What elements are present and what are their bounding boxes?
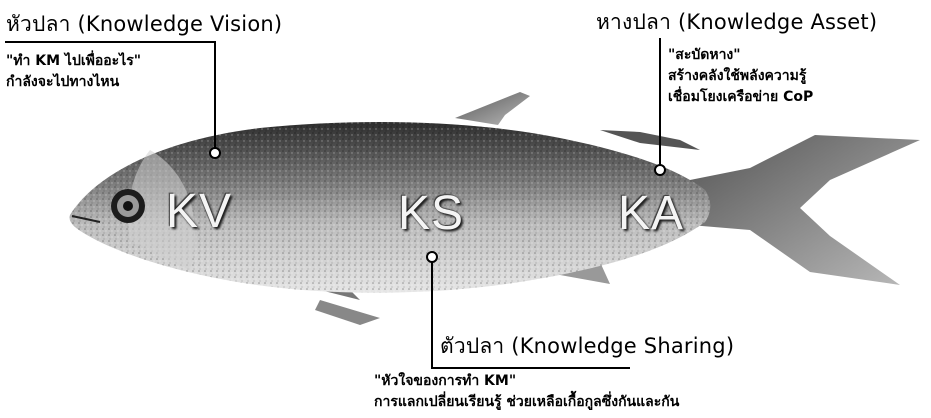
tail-fin [690, 135, 920, 285]
ks-code: KS [398, 186, 464, 241]
kv-code: KV [166, 184, 232, 239]
finlets-top [600, 130, 700, 150]
dorsal-fin [455, 92, 530, 125]
head-note-line1: "ทำ KM ไปเพื่ออะไร" [6, 52, 141, 71]
body-callout-dot [427, 252, 437, 262]
head-note-line2: กำลังจะไปทางไหน [6, 73, 119, 92]
body-title: ตัวปลา (Knowledge Sharing) [440, 330, 734, 363]
ka-code: KA [618, 186, 684, 241]
body-note-line2: การแลกเปลี่ยนเรียนรู้ ช่วยเหลือเกื้อกูลซ… [374, 393, 679, 412]
ventral-fin [315, 300, 380, 325]
tail-title: หางปลา (Knowledge Asset) [596, 6, 877, 39]
tail-note-line2: สร้างคลังใช้พลังความรู้ [668, 67, 806, 86]
tail-note-line3: เชื่อมโยงเครือข่าย CoP [668, 88, 813, 107]
tail-note-line1: "สะบัดหาง" [668, 46, 741, 65]
head-title: หัวปลา (Knowledge Vision) [6, 8, 282, 41]
head-callout-dot [210, 148, 220, 158]
tail-callout-dot [655, 165, 665, 175]
body-note-line1: "หัวใจของการทำ KM" [374, 372, 516, 391]
